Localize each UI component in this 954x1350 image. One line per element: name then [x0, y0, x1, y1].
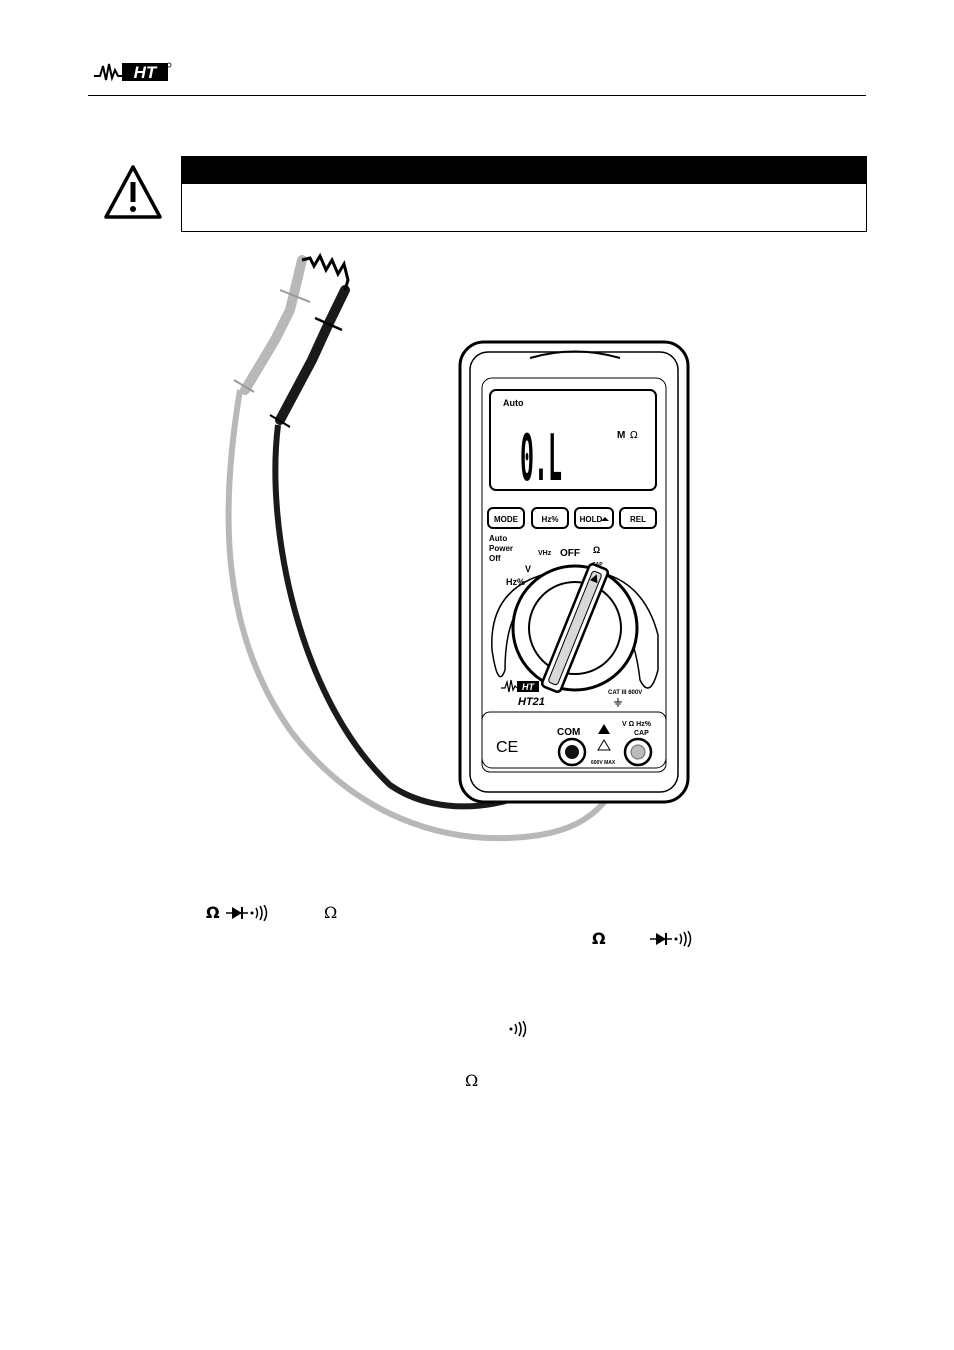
dial-knob-pointer [540, 563, 610, 693]
mode-button[interactable]: MODE [487, 507, 525, 529]
ce-mark: CE [496, 739, 518, 756]
rel-button[interactable]: REL [619, 507, 657, 529]
svg-text:HT: HT [522, 682, 535, 692]
hz-percent-button[interactable]: Hz% [531, 507, 569, 529]
caution-triangle-icon [597, 739, 611, 751]
display-unit: Ω [630, 430, 638, 441]
black-probe [269, 285, 350, 428]
svg-text:Auto: Auto [489, 534, 507, 543]
warning-box [181, 156, 867, 232]
dial-ohm-label: Ω [593, 545, 600, 555]
display-reading: 0.L [520, 422, 562, 496]
red-probe [233, 255, 311, 395]
red-lead-cable [225, 389, 628, 841]
diode-continuity-icon-2 [650, 931, 692, 947]
ohm-symbol: Ω [206, 903, 220, 922]
display-unit-prefix: M [617, 430, 625, 441]
lcd-display: Auto 0.L M Ω [489, 389, 657, 496]
svg-text:HOLD: HOLD [580, 515, 603, 524]
dial-off-label: OFF [560, 548, 580, 559]
category-rating: CAT III 600V [608, 690, 642, 696]
brand-text: HT [134, 63, 158, 82]
multimeter-figure: Auto 0.L M Ω MODE Hz% HOLD REL Auto Powe… [225, 252, 690, 841]
dial-hz-percent-label: Hz% [506, 577, 525, 587]
hold-button[interactable]: HOLD [574, 507, 614, 529]
com-terminal-label: COM [557, 727, 580, 738]
resistor-icon [301, 252, 350, 291]
hold-arrow-icon [601, 517, 609, 521]
svg-text:Off: Off [489, 554, 501, 563]
ohm-symbol-2: Ω [324, 903, 338, 922]
svg-text:Power: Power [489, 544, 513, 553]
cap-terminal-label: CAP [634, 730, 649, 737]
display-mode-label: Auto [503, 398, 524, 408]
dial-v-label: V [525, 564, 531, 574]
svg-text:REL: REL [630, 515, 646, 524]
danger-triangle-icon [598, 724, 610, 734]
ground-icon [614, 698, 622, 707]
warning-header-bar [182, 157, 866, 184]
ht-logo: HT [92, 60, 172, 84]
dial-vhz-label: VHz [538, 550, 552, 557]
input-terminal-label: V Ω Hz% [622, 721, 652, 728]
max-voltage-label: 600V MAX [591, 760, 616, 766]
continuity-buzzer-icon [509, 1021, 527, 1037]
rotary-selector-dial[interactable] [491, 563, 659, 693]
header-rule [88, 95, 866, 96]
svg-text:Hz%: Hz% [542, 515, 559, 524]
meter-model: HT21 [518, 696, 545, 708]
svg-text:MODE: MODE [494, 515, 519, 524]
warning-triangle-icon [104, 165, 162, 219]
ohm-symbol-3: Ω [592, 929, 606, 948]
com-terminal-jack[interactable] [557, 737, 587, 767]
diode-continuity-icon [226, 905, 268, 921]
auto-power-off-label: Auto Power Off [489, 534, 513, 563]
meter-ht-logo: HT [501, 679, 539, 693]
ohm-symbol-4: Ω [465, 1071, 479, 1090]
input-terminal-jack[interactable] [623, 737, 653, 767]
